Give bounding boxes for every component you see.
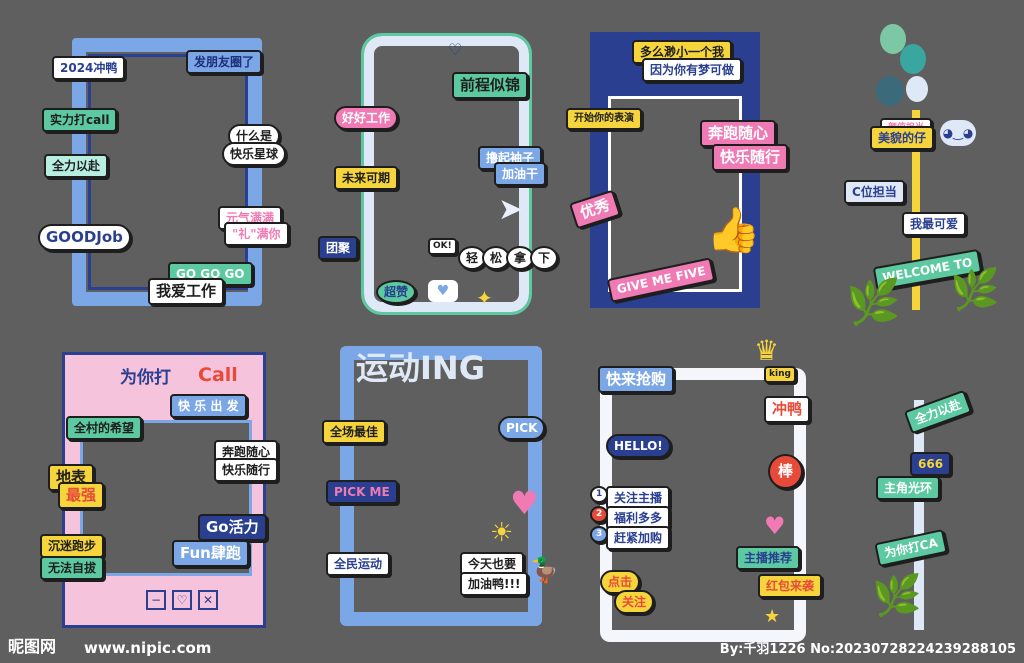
panel3-tag-dream: 因为你有梦可做 (642, 58, 743, 82)
panel8-tag-allout: 全力以赴 (903, 389, 973, 435)
star-icon: ★ (764, 606, 781, 627)
heart-balloon-icon: ♥ (510, 484, 539, 522)
panel5-tag-for: 为你打 (120, 368, 171, 388)
panel5-tag-addict: 沉迷跑步 (40, 534, 105, 558)
panel8-tag-666: 666 (910, 452, 952, 476)
panel1-tag-call: 实力打call (42, 108, 118, 132)
panel5-tag-strong: 最强 (58, 482, 105, 509)
panel5-tag-fun: Fun肆跑 (172, 540, 249, 567)
panel2-tag-ok: OK! (428, 238, 457, 255)
panel1-tag-allout: 全力以赴 (44, 154, 109, 178)
sparkle-icon: ✦ (476, 286, 493, 310)
panel7-tag-cart: 赶紧加购 (606, 526, 671, 550)
panel5-tag-goactive: Go活力 (198, 514, 267, 541)
duck-icon: 🦆 (530, 556, 560, 584)
panel1-tag-planet: 快乐星球 (222, 142, 287, 166)
panel4-tag-pretty: 美貌的仔 (870, 126, 935, 150)
leaves-icon-3: 🌿 (872, 573, 922, 619)
footer-url: www.nipic.com (84, 639, 212, 657)
panel2-tag-c1: 轻 (458, 246, 487, 270)
footer-logo: 昵图网 (8, 637, 57, 656)
panel5-tag-call: Call (198, 364, 238, 386)
leaves-icon: 🌿 (846, 277, 901, 328)
panel7-tag-hello: HELLO! (606, 434, 671, 458)
panel2-tag-go: 加油干 (494, 162, 547, 186)
panel2-tag-c2: 松 (482, 246, 511, 270)
crown-icon: ♛ (754, 334, 780, 367)
panel4-tag-cute: 我最可爱 (902, 212, 967, 236)
panel6-tag-best: 全场最佳 (322, 420, 387, 444)
panel2-tag-future: 前程似锦 (452, 72, 529, 99)
panel7-tag-great: 棒 (768, 454, 804, 489)
panel7-tag-redpack: 红包来袭 (758, 574, 823, 598)
panel3-tag-run: 奔跑随心 (700, 120, 777, 147)
panel1-tag-gift: "礼"满你 (224, 222, 289, 246)
balloon-dark-icon (876, 76, 904, 106)
panel3-tag-happy: 快乐随行 (712, 144, 789, 171)
panel1-frame-inner (88, 54, 248, 290)
panel7-tag-rush: 冲鸭 (764, 396, 811, 423)
panel5-tag-cant: 无法自拔 (40, 556, 105, 580)
balloon-light-icon (906, 76, 928, 102)
panel2-tag-together: 团聚 (318, 236, 359, 260)
cloud-face-icon: ◕‿◕ (940, 120, 976, 146)
close-icon: ✕ (198, 590, 218, 610)
thumbs-up-icon: 👍 (706, 205, 761, 256)
panel1-tag-work: 我爱工作 (148, 278, 225, 305)
panel7-tag-king: king (764, 366, 796, 383)
panel8-tag-call: 为你打CA (874, 528, 948, 568)
panel8-pole (914, 400, 924, 630)
heart-icon: ♡ (448, 40, 463, 59)
panel7-tag-follow2: 关注 (614, 590, 655, 614)
panel6-tag-sport: 全民运动 (326, 552, 391, 576)
leaves-icon-2: 🌿 (950, 267, 1000, 313)
panel3-tag-show: 开始你的表演 (566, 108, 642, 130)
panel2-tag-work: 好好工作 (334, 106, 399, 130)
panel6-tag-pick: PICK (498, 416, 546, 440)
panel2-tag-promise: 未来可期 (334, 166, 399, 190)
panel7-tag-grab: 快来抢购 (598, 366, 675, 393)
sun-icon: ☀ (490, 518, 514, 548)
panel7-tag-recommend: 主播推荐 (736, 546, 801, 570)
panel6-tag-pickme: PICK ME (326, 480, 398, 504)
panel5-tag-happy: 快乐随行 (214, 458, 279, 482)
panel2-like-icon: ♥ (428, 280, 458, 302)
panel8-tag-halo: 主角光环 (876, 476, 941, 500)
panel4-tag-c: C位担当 (844, 180, 905, 204)
balloon-teal-icon (900, 44, 926, 74)
footer-credit: By:千羽1226 No:20230728224239288105 (719, 642, 1016, 657)
panel1-tag-friends: 发朋友圈了 (186, 50, 263, 74)
panel5-tag-hope: 全村的希望 (66, 416, 143, 440)
panel2-tag-great: 超赞 (376, 280, 417, 304)
panel4-pole (912, 110, 920, 310)
heart-icon: ♡ (172, 590, 192, 610)
minus-icon: − (146, 590, 166, 610)
paper-plane-icon: ➤ (498, 192, 524, 227)
panel1-tag-2024: 2024冲鸭 (52, 56, 126, 80)
panel6-tag-title: 运动ING (356, 349, 485, 387)
panel2-tag-c4: 下 (530, 246, 559, 270)
panel5-tag-go: 快 乐 出 发 (170, 394, 247, 418)
heart-badge-icon: ♥ (764, 512, 786, 540)
panel1-tag-goodjob: GOODJob (38, 224, 131, 251)
panel6-tag-duck: 加油鸭!!! (460, 572, 529, 596)
